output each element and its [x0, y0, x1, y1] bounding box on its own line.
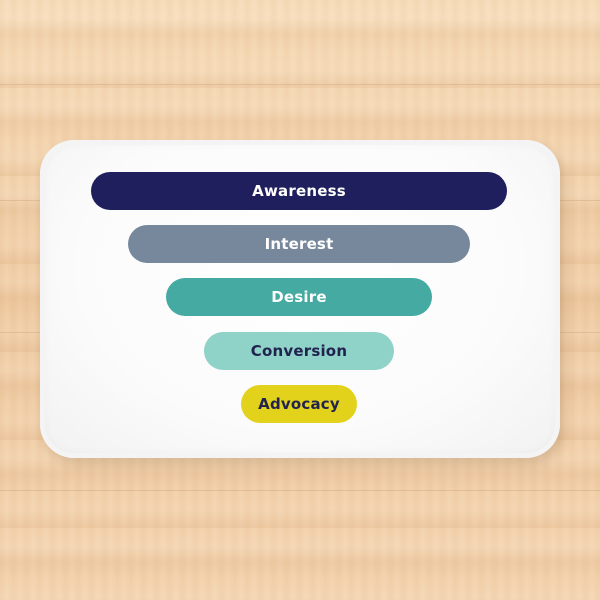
funnel-stage-label: Interest	[264, 235, 334, 253]
floor-plank-seam	[0, 84, 600, 85]
funnel-stage-label: Advocacy	[258, 395, 340, 413]
funnel-stage-label: Awareness	[252, 182, 346, 200]
funnel-stage-label: Conversion	[250, 342, 348, 360]
funnel-stage-advocacy: Advocacy	[241, 385, 357, 423]
funnel-stage-label: Desire	[271, 288, 327, 306]
funnel-stage-awareness: Awareness	[91, 172, 507, 210]
floor-plank-seam	[0, 490, 600, 491]
funnel-stage-interest: Interest	[128, 225, 470, 263]
funnel-stage-desire: Desire	[166, 278, 432, 316]
funnel-stage-conversion: Conversion	[204, 332, 394, 370]
